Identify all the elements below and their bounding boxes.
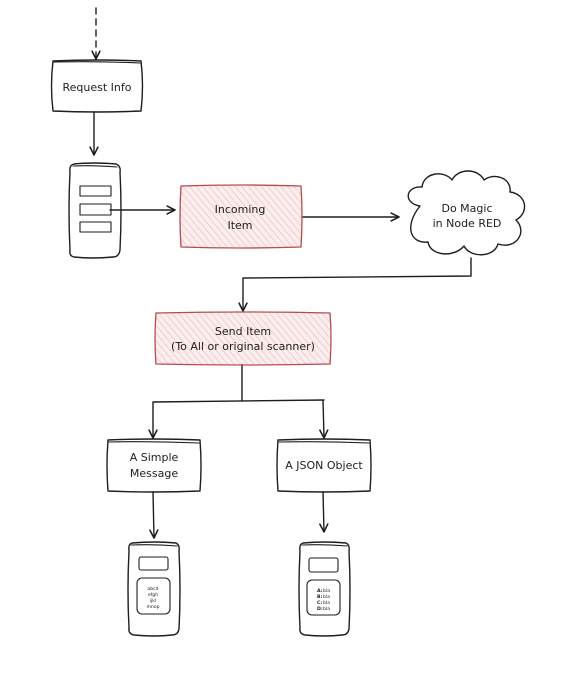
simple-message-label-2: Message — [130, 467, 178, 480]
scanner-json: A: bla B: bla C: bla D: bla — [298, 541, 351, 637]
node-do-magic-cloud: Do Magic in Node RED — [407, 170, 526, 256]
incoming-item-label-1: Incoming — [215, 203, 266, 216]
json-object-label: A JSON Object — [285, 459, 363, 472]
node-json-object: A JSON Object — [276, 438, 372, 493]
connectors — [89, 7, 472, 539]
node-request-info: Request Info — [50, 59, 144, 113]
node-send-item: Send Item (To All or original scanner) — [154, 311, 332, 366]
do-magic-label-1: Do Magic — [441, 202, 492, 215]
json-row-2: B: bla — [317, 594, 330, 600]
arrow-send-to-message — [148, 399, 325, 439]
svg-text:B:: B: — [317, 594, 323, 600]
node-incoming-item: Incoming Item — [179, 184, 303, 249]
arrow-json-to-scanner — [319, 491, 329, 533]
json-row-1: A: bla — [317, 588, 330, 594]
scanner-message: abcd efgh ijkl mnop — [127, 541, 181, 637]
send-item-label-2: (To All or original scanner) — [171, 340, 315, 353]
scanner-top-slot-1 — [79, 185, 112, 197]
scanner-message-display — [136, 577, 171, 615]
scanner-message-screen-top — [138, 556, 169, 571]
svg-text:bla: bla — [323, 600, 330, 606]
svg-text:bla: bla — [323, 594, 330, 600]
scanner-top-slot-2 — [79, 203, 112, 216]
json-row-3: C: bla — [317, 600, 330, 606]
scanner-top-slot-3 — [79, 221, 112, 233]
message-line-2: efgh — [148, 592, 158, 598]
arrow-send-to-json — [319, 400, 329, 439]
simple-message-label-1: A Simple — [130, 451, 179, 464]
scanner-json-screen-top — [308, 557, 339, 573]
svg-text:A:: A: — [317, 588, 323, 594]
node-simple-message: A Simple Message — [106, 438, 202, 493]
arrow-message-to-scanner — [149, 491, 159, 539]
send-item-label-1: Send Item — [215, 325, 271, 338]
svg-text:C:: C: — [317, 600, 322, 606]
scanner-top — [68, 162, 122, 259]
arrow-magic-to-send — [238, 257, 472, 312]
svg-text:D:: D: — [317, 606, 323, 612]
json-row-4: D: bla — [317, 606, 330, 612]
do-magic-label-2: in Node RED — [433, 217, 502, 230]
svg-text:bla: bla — [323, 606, 330, 612]
message-line-4: mnop — [146, 605, 159, 610]
scanner-json-display — [306, 579, 341, 616]
incoming-item-label-2: Item — [227, 219, 252, 232]
message-line-1: abcd — [147, 586, 158, 592]
request-info-label: Request Info — [63, 81, 132, 94]
message-line-3: ijkl — [150, 598, 157, 604]
svg-text:bla: bla — [323, 588, 330, 594]
